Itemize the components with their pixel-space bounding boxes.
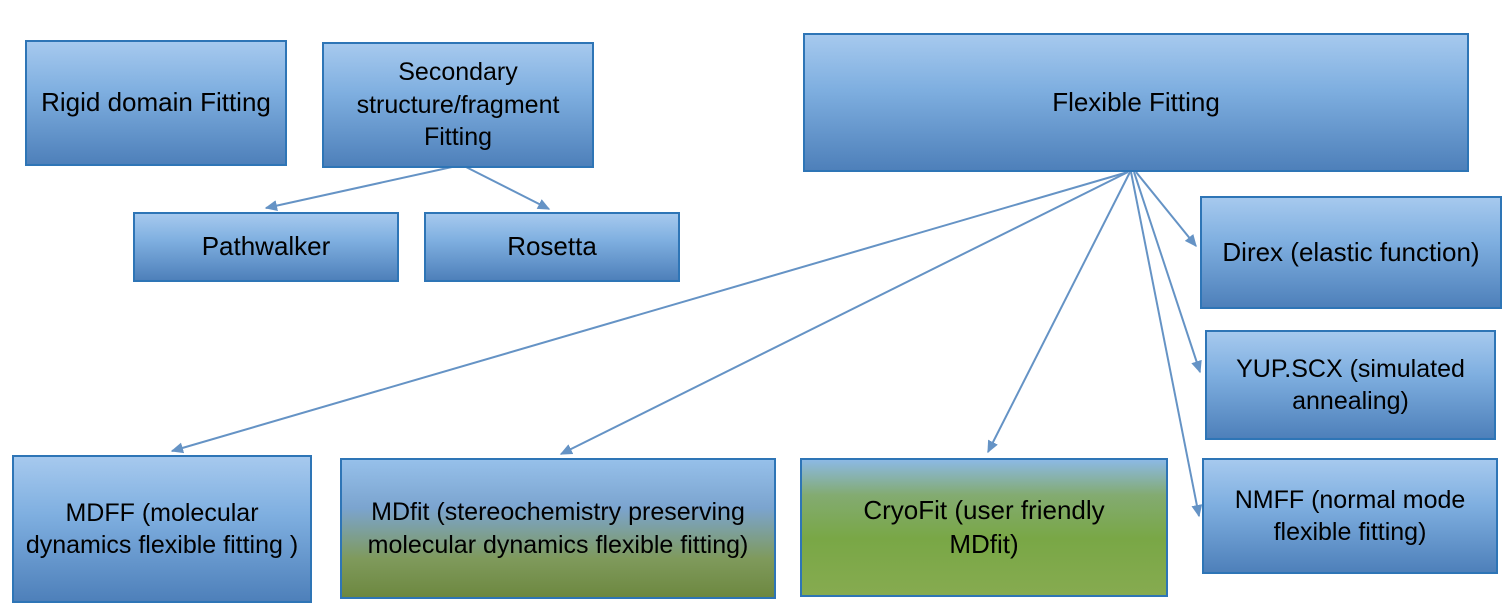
arrow-flexible-to-cryofit [987,171,1131,454]
box-rigid-domain-fitting-label: Rigid domain Fitting [41,87,271,118]
box-yup-scx-label: YUP.SCX (simulated annealing) [1236,354,1465,416]
arrow-secondary-to-pathwalker [264,166,453,211]
box-direx-label: Direx (elastic function) [1222,236,1480,267]
box-rigid-domain-fitting: Rigid domain Fitting [25,40,287,166]
box-flexible-fitting: Flexible Fitting [803,33,1469,172]
arrow-flexible-to-yupscx [1133,171,1202,374]
box-nmff: NMFF (normal mode flexible fitting) [1202,458,1498,574]
box-cryofit-label: CryoFit (user friendly MDfit) [863,494,1105,559]
box-nmff-label: NMFF (normal mode flexible fitting) [1234,485,1466,547]
box-pathwalker-label: Pathwalker [201,231,331,262]
box-yup-scx: YUP.SCX (simulated annealing) [1205,330,1496,440]
box-mdff-label: MDFF (molecular dynamics flexible fittin… [25,498,299,560]
box-rosetta: Rosetta [424,212,680,282]
box-rosetta-label: Rosetta [507,231,597,262]
box-pathwalker: Pathwalker [133,212,399,282]
box-secondary-structure-fragment-fitting-label: Secondary structure/fragment Fitting [356,58,560,152]
arrow-secondary-to-rosetta [465,166,551,210]
box-mdfit: MDfit (stereochemistry preserving molecu… [340,458,776,599]
box-secondary-structure-fragment-fitting: Secondary structure/fragment Fitting [322,42,594,168]
box-mdfit-label: MDfit (stereochemistry preserving molecu… [367,498,749,559]
box-flexible-fitting-label: Flexible Fitting [1052,86,1220,117]
box-direx: Direx (elastic function) [1200,196,1502,309]
box-cryofit: CryoFit (user friendly MDfit) [800,458,1168,597]
box-mdff: MDFF (molecular dynamics flexible fittin… [12,455,312,603]
arrow-flexible-to-direx [1135,171,1197,248]
